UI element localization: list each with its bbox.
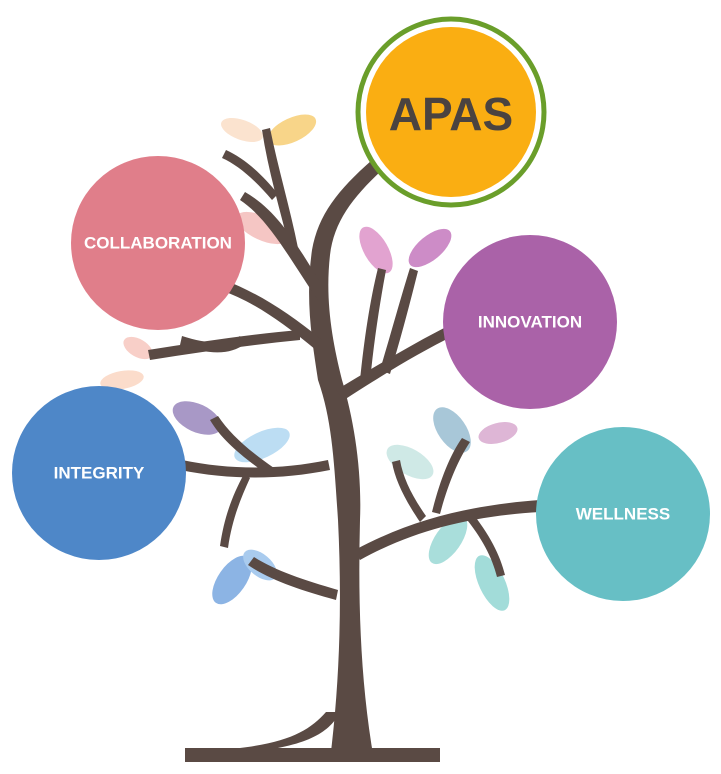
value-node-integrity: INTEGRITY <box>12 386 186 560</box>
tree-trunk <box>148 128 540 762</box>
leaf-icon <box>123 336 153 360</box>
wellness-label: WELLNESS <box>576 505 670 524</box>
collaboration-label: COLLABORATION <box>84 234 232 253</box>
value-node-innovation: INNOVATION <box>443 235 617 409</box>
leaf-icon <box>474 555 510 611</box>
apas-title: APAS <box>389 88 513 140</box>
leaf-icon <box>100 370 144 390</box>
collaboration-circle <box>71 156 245 330</box>
leaf-icon <box>172 401 222 435</box>
leaf-icon <box>267 114 317 146</box>
leaf-icon <box>386 444 434 480</box>
apas-title-node: APAS <box>355 16 547 208</box>
leaf-icon <box>408 228 452 268</box>
wellness-circle <box>536 427 710 601</box>
integrity-circle <box>12 386 186 560</box>
value-node-wellness: WELLNESS <box>536 427 710 601</box>
innovation-circle <box>443 235 617 409</box>
innovation-label: INNOVATION <box>478 313 582 332</box>
leaf-icon <box>221 117 263 143</box>
leaf-icon <box>236 211 288 245</box>
integrity-label: INTEGRITY <box>54 464 145 483</box>
apas-fill <box>366 27 536 197</box>
leaf-icon <box>359 226 393 274</box>
leaf-icon <box>212 555 252 605</box>
leaf-icon <box>478 422 518 444</box>
value-node-collaboration: COLLABORATION <box>71 156 245 330</box>
leaf-icon <box>433 407 471 453</box>
leaf-icon <box>428 515 468 565</box>
